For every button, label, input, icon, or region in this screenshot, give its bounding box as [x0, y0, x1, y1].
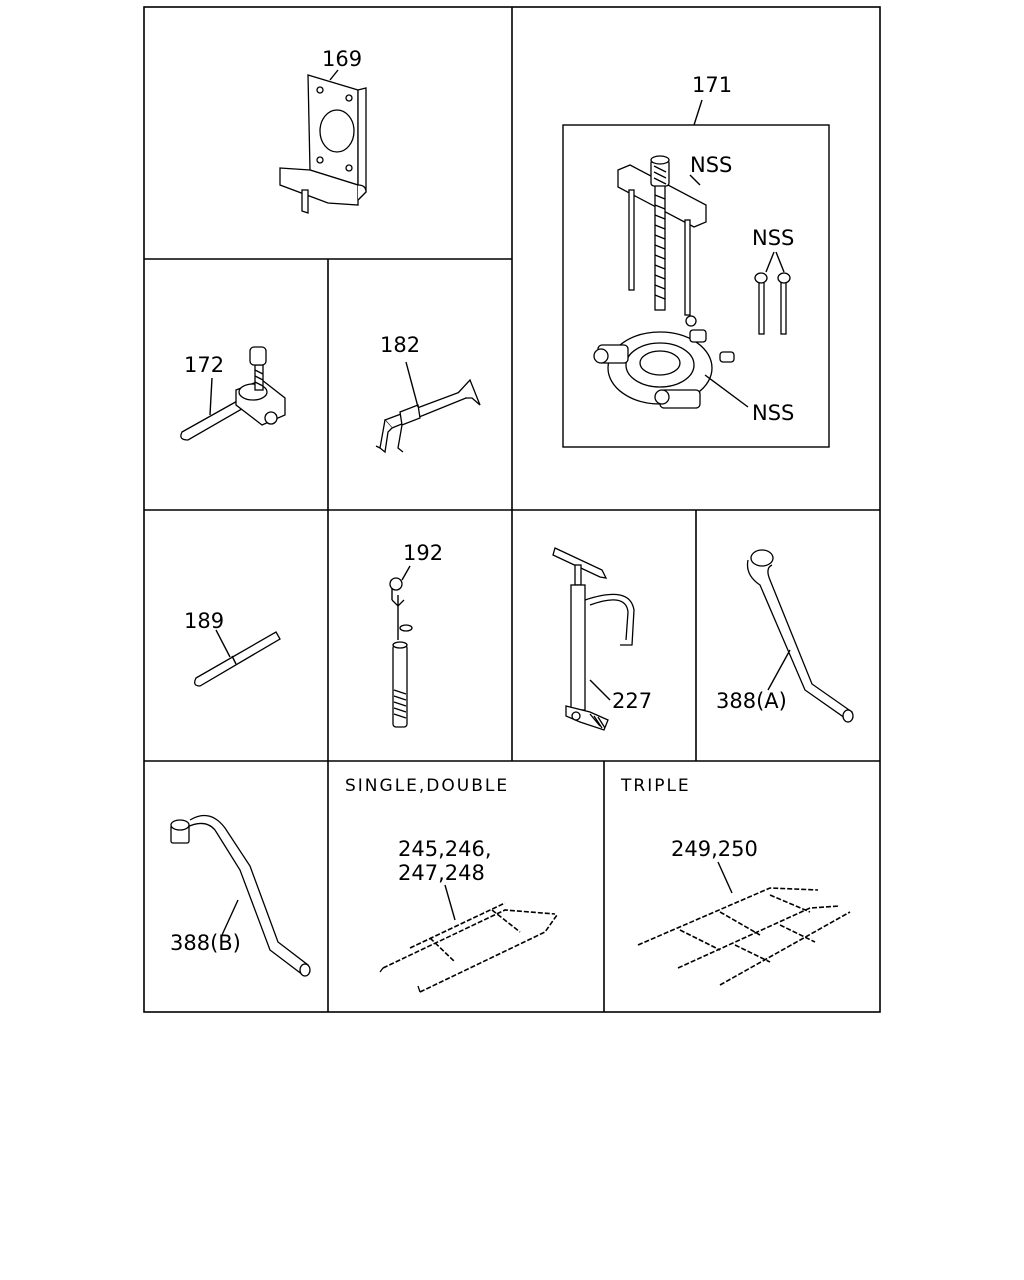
gauge-part [389, 577, 413, 728]
nss-label-bolts: NSS [752, 226, 794, 250]
strip-bracket-part [375, 378, 481, 454]
caption-triple: TRIPLE [620, 776, 691, 796]
part-number-227: 227 [612, 689, 652, 713]
pin-part [194, 631, 281, 687]
part-number-172: 172 [184, 353, 224, 377]
panel-chains-triple: TRIPLE 249,250 [620, 776, 851, 986]
part-number-249-250: 249,250 [671, 837, 758, 861]
wheel-wrench-a-part [746, 549, 854, 723]
nss-label-separator: NSS [752, 401, 794, 425]
part-number-182: 182 [380, 333, 420, 357]
part-number-245-246: 245,246, [398, 837, 492, 861]
tire-chain-triple-part [637, 887, 851, 986]
hand-pump-part [552, 547, 635, 731]
bolts [754, 272, 791, 335]
panel-169: 169 [279, 47, 367, 214]
part-number-189: 189 [184, 609, 224, 633]
puller-assembly [617, 155, 707, 316]
nss-label-puller: NSS [690, 153, 732, 177]
panel-192: 192 [389, 541, 443, 728]
part-number-171: 171 [692, 73, 732, 97]
wheel-wrench-b-part [170, 814, 311, 977]
bracket-part [279, 74, 367, 214]
panel-189: 189 [184, 609, 281, 687]
part-number-388b: 388(B) [170, 931, 241, 955]
part-number-247-248: 247,248 [398, 861, 485, 885]
panel-172: 172 [180, 346, 286, 441]
part-number-192: 192 [403, 541, 443, 565]
bearing-separator [593, 315, 735, 409]
caption-single-double: SINGLE,DOUBLE [345, 776, 509, 796]
panel-227: 227 [552, 547, 652, 731]
tire-chain-double-part [382, 902, 558, 993]
panel-388a: 388(A) [716, 549, 854, 723]
panel-388b: 388(B) [170, 814, 311, 977]
panel-171: 171 [562, 73, 830, 448]
grid-frame [143, 6, 881, 1013]
panel-chains-double: SINGLE,DOUBLE 245,246, 247,248 [345, 776, 558, 993]
clamp-lever-part [180, 346, 286, 441]
part-number-388a: 388(A) [716, 689, 787, 713]
panel-182: 182 [375, 333, 481, 454]
part-number-169: 169 [322, 47, 362, 71]
